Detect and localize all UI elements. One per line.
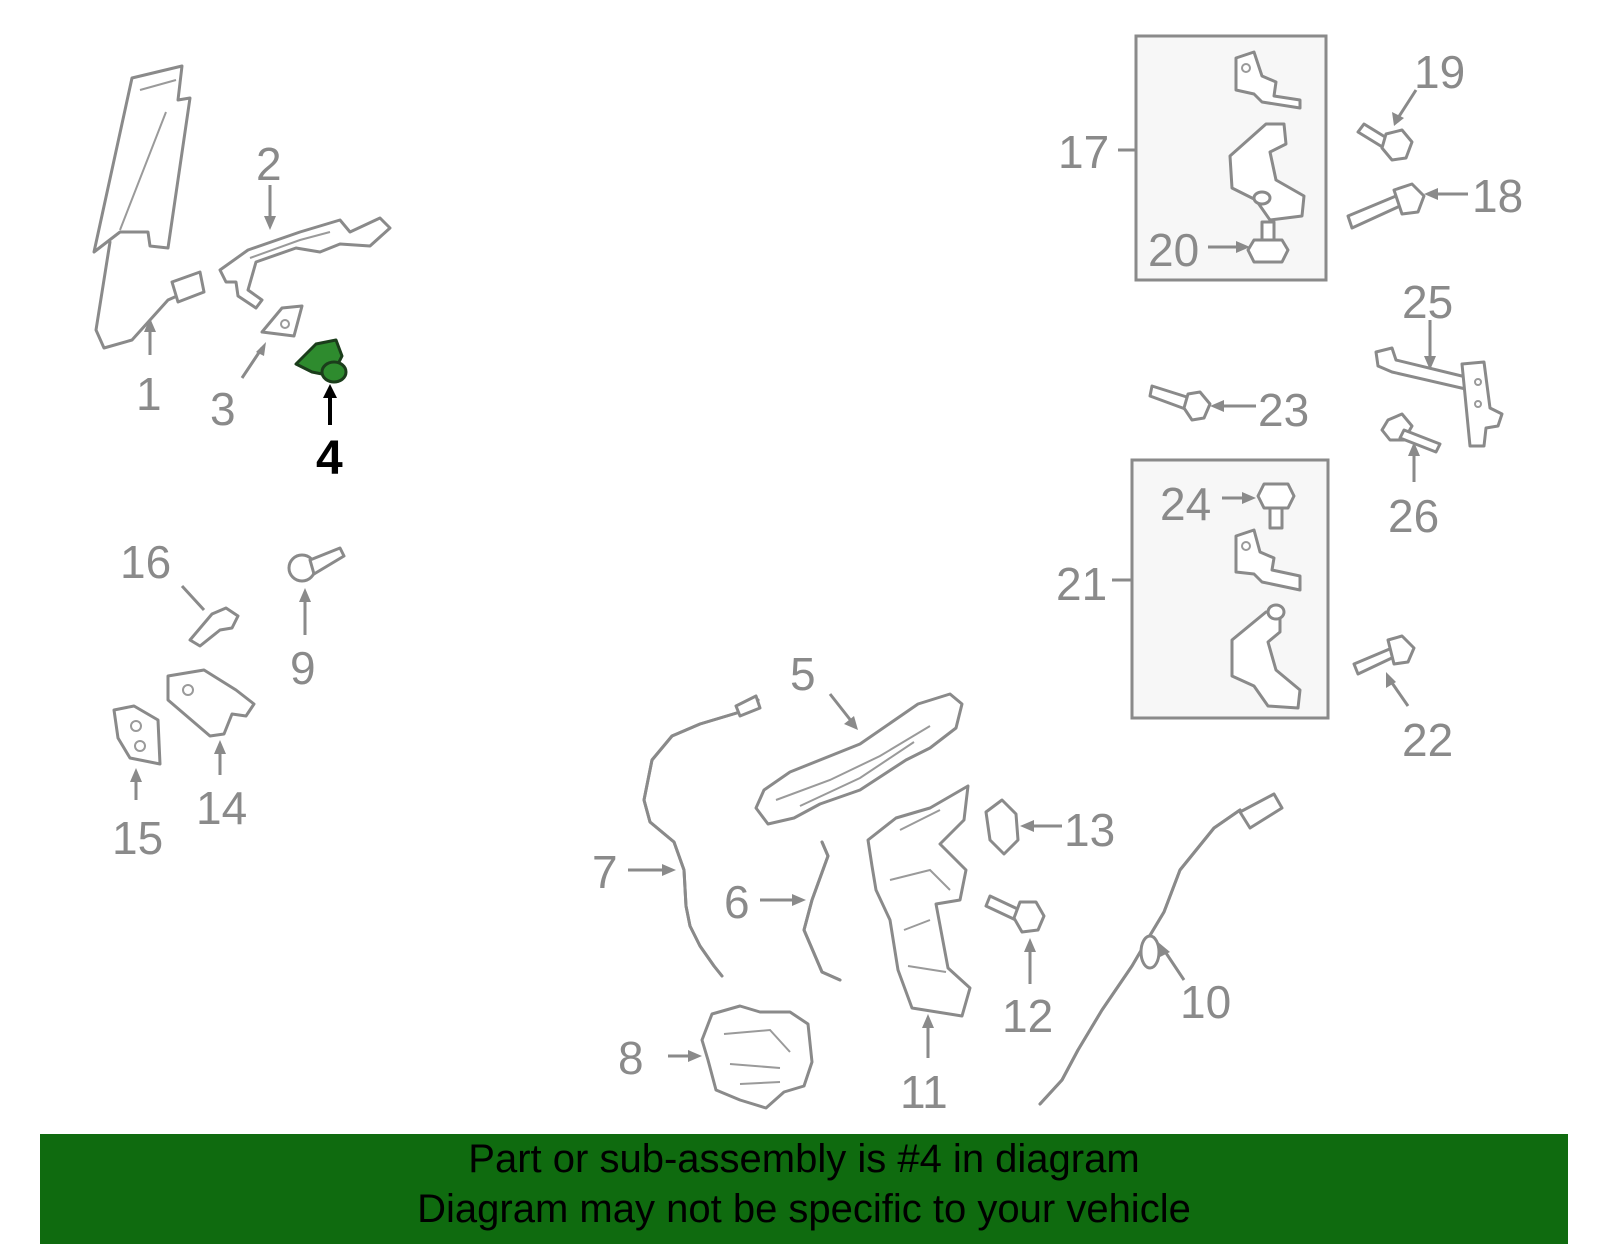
part-7-cable[interactable] [642,694,762,978]
part-2-outside-handle[interactable] [218,216,392,310]
arrow-25 [1424,356,1436,370]
leader-5 [828,693,854,723]
callout-19: 19 [1414,46,1465,98]
callout-17: 17 [1058,126,1109,178]
arrow-22 [1386,672,1396,688]
arrow-18 [1424,188,1438,200]
callout-7: 7 [592,846,618,898]
part-11-handle-bracket[interactable] [866,784,972,1018]
arrow-6 [792,894,806,906]
part-22-bolt[interactable] [1352,634,1416,676]
arrow-10 [1158,942,1170,958]
banner-line-2: Diagram may not be specific to your vehi… [417,1187,1191,1231]
callout-10: 10 [1180,976,1231,1028]
banner-line-1: Part or sub-assembly is #4 in diagram [468,1137,1140,1181]
leader-19 [1396,89,1418,119]
callout-22: 22 [1402,714,1453,766]
part-5-inside-handle[interactable] [754,692,964,826]
arrow-14 [214,740,226,754]
part-12-bolt[interactable] [984,894,1046,934]
arrow-9 [299,588,311,602]
part-16-pin[interactable] [188,606,240,648]
arrow-20 [1236,241,1250,253]
part-20-bolt[interactable] [1246,220,1290,264]
part-18-bolt[interactable] [1346,182,1426,230]
part-24-bolt[interactable] [1256,482,1296,530]
arrow-1 [144,318,156,332]
callout-9: 9 [290,642,316,694]
arrow-5 [844,716,858,730]
leader-16 [180,584,206,612]
arrow-8 [688,1050,702,1062]
callout-3: 3 [210,383,236,435]
arrow-3 [256,342,266,356]
callout-18: 18 [1472,170,1523,222]
part-23-bolt[interactable] [1148,384,1212,422]
leader-22 [1388,679,1410,707]
part-17-upper-hinge[interactable] [1228,50,1306,222]
callout-23: 23 [1258,384,1309,436]
arrow-4 [323,384,337,398]
part-3-handle-cap[interactable] [260,304,304,338]
leader-10 [1162,949,1186,981]
callout-4: 4 [316,432,343,485]
callout-8: 8 [618,1032,644,1084]
arrow-19 [1392,112,1404,126]
callout-25: 25 [1402,276,1453,328]
arrow-12 [1024,938,1036,952]
callout-20: 20 [1148,224,1199,276]
arrow-11 [922,1014,934,1028]
arrow-23 [1210,400,1224,412]
part-25-door-check[interactable] [1374,346,1504,448]
callout-13: 13 [1064,804,1115,856]
part-14-bracket[interactable] [166,668,256,738]
part-26-bolt[interactable] [1380,412,1442,454]
part-4-lock-cylinder-highlighted[interactable] [294,338,348,384]
arrow-26 [1408,442,1420,456]
part-15-gasket[interactable] [112,704,162,766]
arrow-13 [1020,820,1034,832]
callout-2: 2 [256,138,282,190]
arrow-24 [1242,492,1256,504]
callout-12: 12 [1002,990,1053,1042]
part-13-clip[interactable] [984,798,1020,856]
callout-24: 24 [1160,478,1211,530]
part-9-screw[interactable] [287,546,346,583]
arrow-7 [662,864,676,876]
part-19-bolt[interactable] [1356,122,1414,162]
callout-14: 14 [196,782,247,834]
arrow-2 [264,216,276,230]
callout-1: 1 [136,368,162,420]
part-1-run-channel[interactable] [92,64,206,350]
callout-16: 16 [120,536,171,588]
part-8-lock-actuator[interactable] [700,1004,814,1110]
callout-6: 6 [724,876,750,928]
info-banner: Part or sub-assembly is #4 in diagram Di… [40,1134,1568,1244]
callout-21: 21 [1056,558,1107,610]
callout-11: 11 [900,1066,948,1118]
callout-26: 26 [1388,490,1439,542]
callout-15: 15 [112,812,163,864]
callout-5: 5 [790,648,816,700]
part-10-release-cable[interactable] [1038,792,1284,1106]
part-6-rod[interactable] [802,840,842,982]
part-21-lower-hinge[interactable] [1230,528,1302,710]
arrow-15 [130,768,142,782]
